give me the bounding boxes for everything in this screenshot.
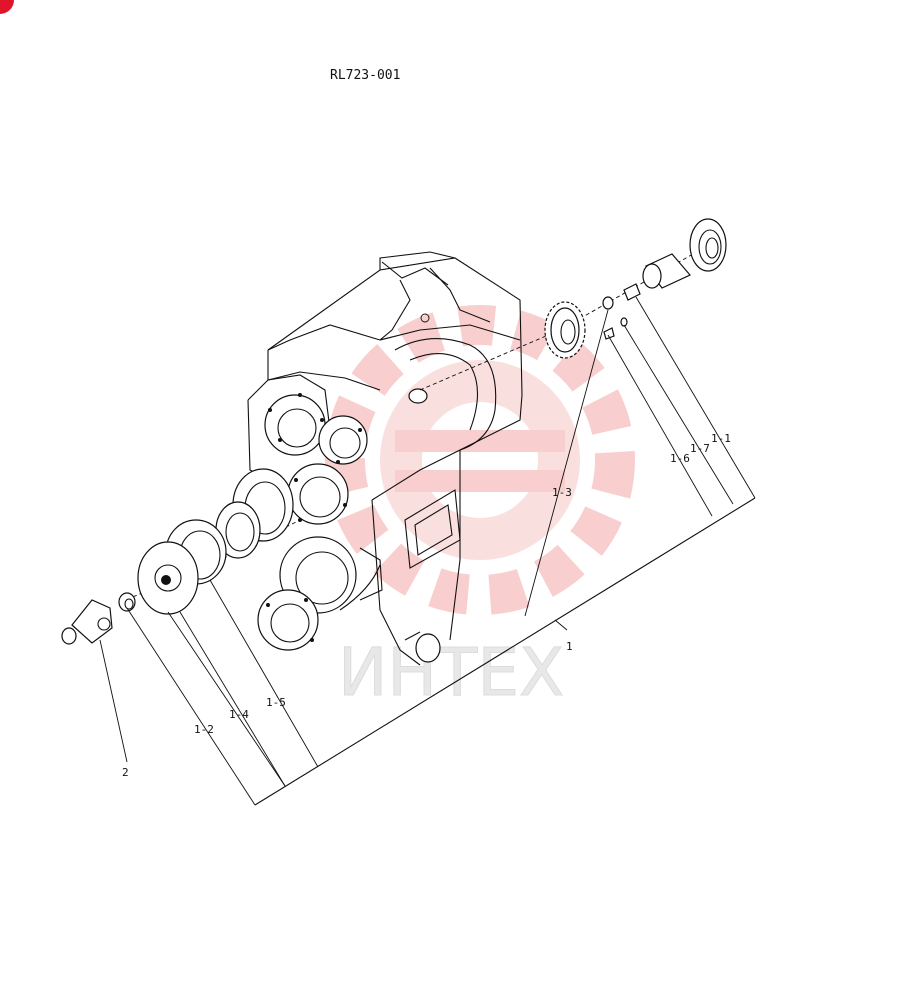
callout-1-5: 1-5 xyxy=(266,696,286,709)
callout-1-1: 1-1 xyxy=(711,432,731,445)
callout-1-3: 1-3 xyxy=(552,486,572,499)
watermark-text: ИНТЕХ xyxy=(338,634,564,711)
callout-2: 2 xyxy=(122,766,129,779)
drawing-number: RL723-001 xyxy=(330,68,400,83)
callout-1-2: 1-2 xyxy=(194,723,214,736)
watermark-gear-icon xyxy=(325,305,635,615)
corner-mark xyxy=(0,0,14,14)
output-shaft-parts xyxy=(419,218,727,391)
callout-1: 1 xyxy=(566,640,573,653)
transmission-housing xyxy=(247,251,523,666)
callout-1-6: 1-6 xyxy=(670,452,690,465)
leader-lines xyxy=(99,296,756,806)
gear-part xyxy=(544,301,586,359)
callout-1-4: 1-4 xyxy=(229,708,249,721)
input-cover-parts xyxy=(61,468,301,645)
callout-1-7: 1-7 xyxy=(690,442,710,455)
